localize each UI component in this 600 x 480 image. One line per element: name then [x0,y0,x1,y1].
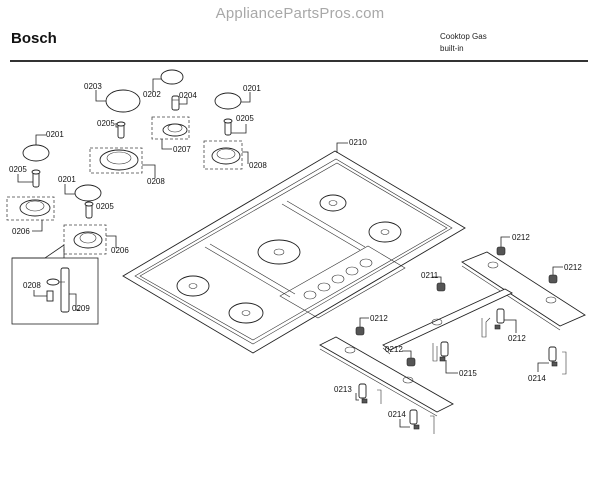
callout-0201-mid[interactable]: 0201 [58,175,76,184]
callout-0214-right[interactable]: 0214 [528,374,546,383]
burner-base-0206[interactable] [73,231,103,249]
burner-base-0208-center[interactable] [99,149,139,171]
callout-0205-mid[interactable]: 0205 [96,202,114,211]
callout-0205-right[interactable]: 0205 [236,114,254,123]
callout-0201-right[interactable]: 0201 [243,84,261,93]
callout-0209[interactable]: 0208 [23,281,41,290]
burner-box-0208-center [89,147,143,174]
valve-clip-0214-lower-left[interactable] [358,383,382,404]
burner-box-0206 [63,224,107,255]
valve-clip-0213[interactable] [481,308,505,338]
cooktop-panel-0211[interactable] [122,150,466,354]
support-rail-upper[interactable] [461,251,586,331]
callout-0202[interactable]: 0202 [143,90,161,99]
callout-0212-d[interactable]: 0212 [370,314,388,323]
burner-cap-0201-right[interactable] [214,92,242,110]
support-rail-middle[interactable] [382,288,513,355]
burner-cap-0202[interactable] [160,69,184,85]
watermark: AppliancePartsPros.com [215,5,385,22]
callout-0212-b[interactable]: 0212 [512,233,530,242]
nut-0212-b[interactable] [496,246,506,256]
valve-clip-0214-bottom[interactable] [409,409,435,434]
callout-0212-c[interactable]: 0212 [564,263,582,272]
nut-0212-e[interactable] [406,357,416,367]
callout-0206-left[interactable]: 0206 [12,227,30,236]
callout-0213[interactable]: 0212 [508,334,526,343]
callout-0210[interactable]: 0209 [72,304,90,313]
callout-0214-lower-left[interactable]: 0213 [334,385,352,394]
callout-0205-left[interactable]: 0205 [9,165,27,174]
callout-0212-a[interactable]: 0211 [421,271,439,280]
callout-0215[interactable]: 0215 [459,369,477,378]
callout-0204[interactable]: 0204 [179,91,197,100]
nut-0212-c[interactable] [548,274,558,284]
burner-base-0207[interactable] [162,123,188,137]
burner-box-0207 [151,116,190,140]
screw-0209[interactable] [46,290,54,302]
burner-box-0208-right [203,140,243,170]
nut-0212-a[interactable] [436,282,446,292]
valve-clip-0215[interactable] [432,341,449,362]
header-rule [10,60,588,62]
callout-0208-center[interactable]: 0208 [147,177,165,186]
callout-0205-center[interactable]: 0205 [97,119,115,128]
model-line-1: Cooktop Gas [440,32,487,41]
inset-detail-box [11,257,99,325]
callout-0201-left[interactable]: 0201 [46,130,64,139]
burner-cap-0201-mid[interactable] [74,184,102,202]
nut-0212-d[interactable] [355,326,365,336]
callout-0214-bottom[interactable]: 0214 [388,410,406,419]
burner-cap-0201-left[interactable] [22,144,50,162]
support-rail-lower[interactable] [319,336,454,417]
injector-0204[interactable] [171,95,180,111]
burner-base-0208-right[interactable] [211,147,241,165]
callout-0211[interactable]: 0210 [349,138,367,147]
electrode-0210[interactable] [60,267,70,313]
burner-base-0206-left[interactable] [19,199,51,217]
burner-cap-0203[interactable] [105,89,141,113]
callout-0212-e[interactable]: 0212 [385,345,403,354]
callout-0203[interactable]: 0203 [84,82,102,91]
callout-0207[interactable]: 0207 [173,145,191,154]
callout-0208-right[interactable]: 0208 [249,161,267,170]
callout-0206[interactable]: 0206 [111,246,129,255]
model-line-2: built-in [440,44,464,53]
valve-clip-0214-right[interactable] [548,346,567,375]
brand-name: Bosch [11,30,57,47]
